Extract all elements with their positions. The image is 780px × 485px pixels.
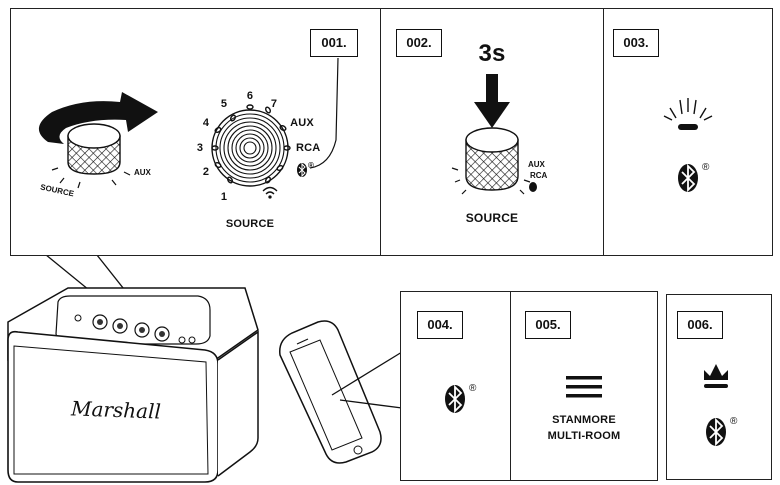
- panel2-source-label: SOURCE: [465, 211, 519, 225]
- dial-number-6: 6: [246, 90, 254, 102]
- phone-callout-bottom: [339, 399, 403, 409]
- panel2-aux-label: AUX: [528, 160, 545, 169]
- bluetooth-callout-line: [309, 57, 339, 169]
- panel2-bluetooth-icon: [529, 182, 537, 192]
- press-arrow-icon: [474, 74, 510, 128]
- panel2-knob-ticks: [451, 167, 531, 195]
- panel1-knob: [67, 123, 121, 175]
- dial-number-3: 3: [196, 142, 204, 154]
- bluetooth-icon: [706, 417, 726, 447]
- dial-number-5: 5: [220, 98, 228, 110]
- panel6-registered: ®: [730, 416, 738, 427]
- flashing-light-icon: [663, 98, 713, 130]
- step-label-002: 002.: [396, 29, 442, 57]
- panel2-rca-label: RCA: [530, 171, 548, 180]
- dial-number-1: 1: [220, 191, 228, 203]
- dial-rca-label: RCA: [296, 142, 321, 154]
- panel4-registered: ®: [469, 383, 477, 394]
- bluetooth-icon: [678, 163, 698, 193]
- step-label-006: 006.: [677, 311, 723, 339]
- dial-aux-label: AUX: [290, 117, 314, 129]
- panel3-registered: ®: [702, 162, 710, 173]
- knob-aux-label: AUX: [134, 168, 151, 177]
- wifi-icon: [262, 186, 278, 199]
- dial-number-4: 4: [202, 117, 210, 129]
- dial-number-7: 7: [270, 98, 278, 110]
- speaker-brand-logo: Marshall: [70, 396, 162, 424]
- rotate-arrow-icon: [38, 92, 159, 144]
- stanmore-label: STANMORE: [552, 414, 616, 426]
- dial-source-label: SOURCE: [225, 218, 275, 230]
- hold-time-label: 3s: [478, 40, 506, 67]
- panel2-knob: [465, 127, 519, 191]
- multi-room-label: MULTI-ROOM: [547, 430, 621, 442]
- step-label-004: 004.: [417, 311, 463, 339]
- speaker-illustration: [7, 287, 259, 483]
- bluetooth-icon: [297, 162, 307, 178]
- panel1-knob-ticks: [51, 167, 131, 189]
- step-label-003: 003.: [613, 29, 659, 57]
- phone-callout-top: [331, 351, 403, 396]
- bluetooth-icon: [445, 384, 465, 414]
- crown-light-icon: [704, 364, 728, 388]
- dial-number-2: 2: [202, 166, 210, 178]
- menu-icon: [566, 376, 602, 398]
- step-label-001: 001.: [310, 29, 358, 57]
- phone-illustration: [279, 320, 382, 464]
- step-label-005: 005.: [525, 311, 571, 339]
- dial-bt-registered: ®: [308, 161, 314, 170]
- source-dial: [211, 104, 291, 187]
